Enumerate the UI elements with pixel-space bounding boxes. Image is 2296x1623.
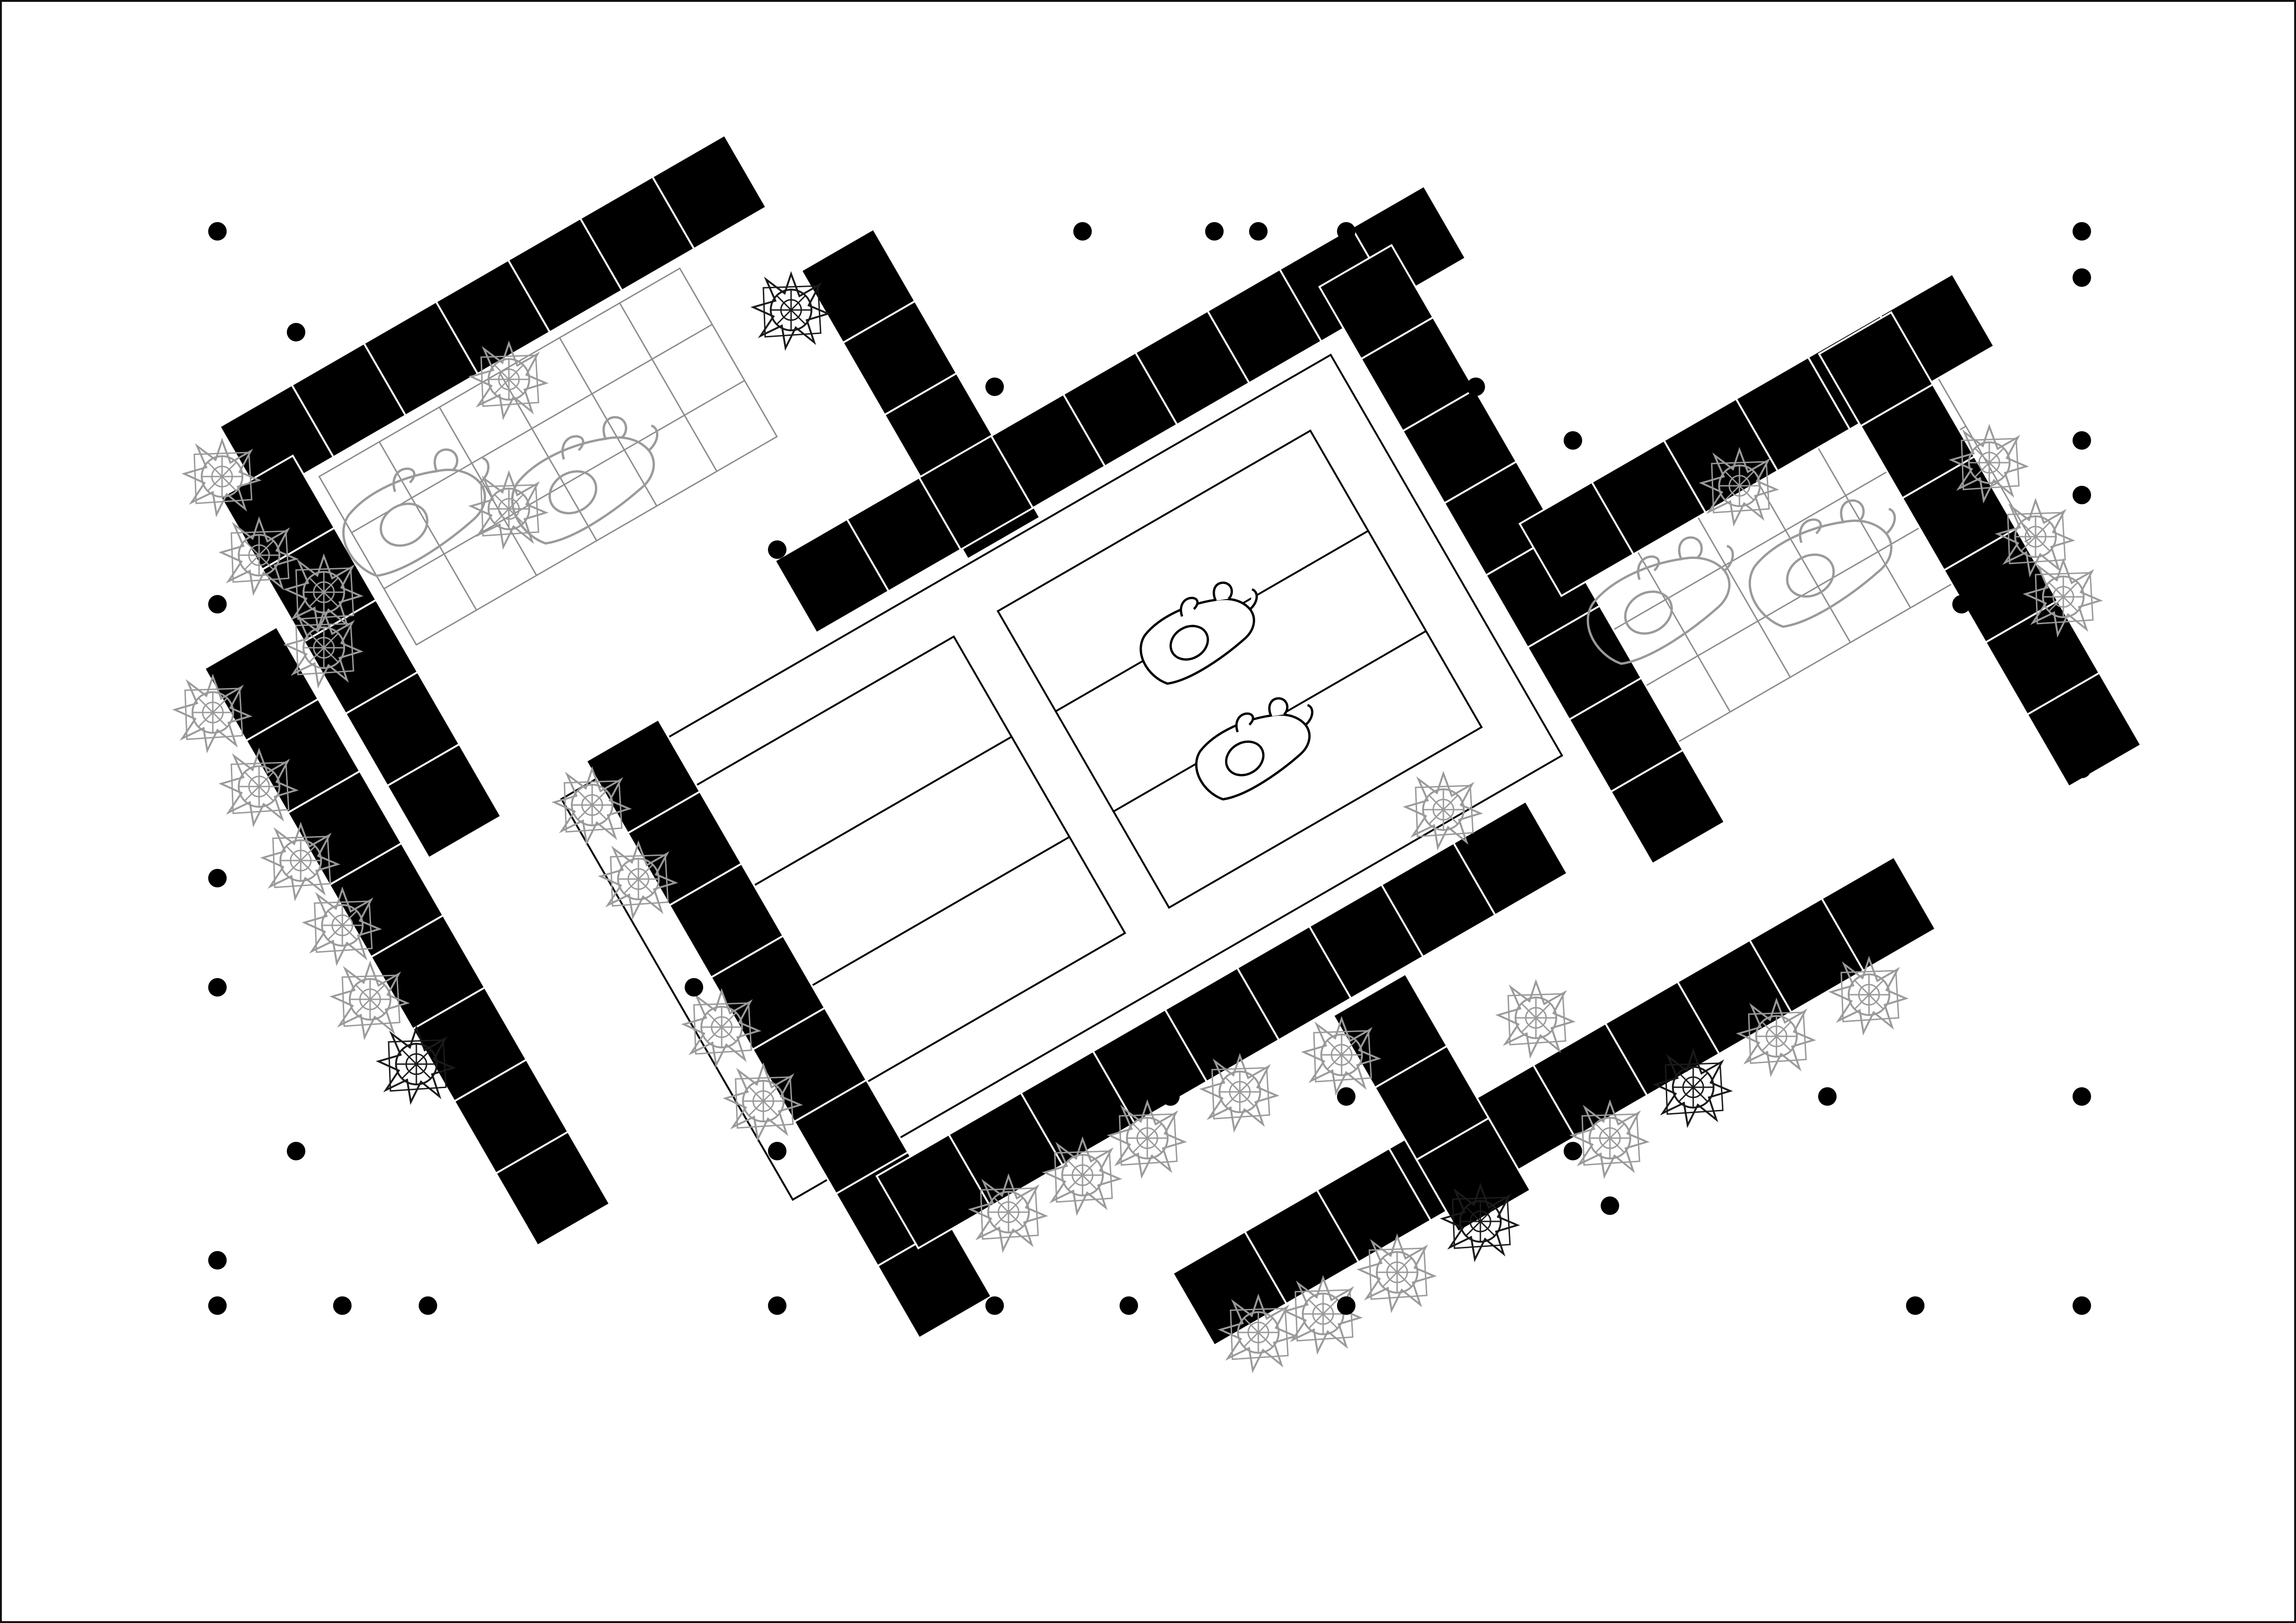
column-icon: [1337, 222, 1355, 241]
bench-tile: [651, 134, 767, 250]
column-icon: [287, 1142, 305, 1160]
column-icon: [2073, 431, 2091, 450]
bench-tile: [386, 743, 502, 860]
bench-tile: [1415, 1117, 1532, 1233]
column-icon: [2073, 760, 2091, 778]
column-icon: [768, 1142, 786, 1160]
column-icon: [685, 978, 703, 997]
column-icon: [985, 1296, 1004, 1315]
column-icon: [1952, 595, 1971, 613]
column-icon: [1601, 760, 1619, 778]
bench-tile: [1820, 855, 1937, 972]
column-icon: [208, 595, 227, 613]
column-icon: [2073, 222, 2091, 241]
column-icon: [1073, 222, 1092, 241]
column-icon: [1601, 1196, 1619, 1215]
column-icon: [1337, 1296, 1355, 1315]
bench-tile: [1609, 749, 1726, 865]
bench-rows: [203, 134, 2142, 1347]
column-icon: [1564, 1142, 1582, 1160]
column-icon: [2073, 1296, 2091, 1315]
seated-person-icon: [1127, 568, 1275, 693]
column-icon: [2073, 268, 2091, 287]
bench-tile: [876, 1223, 993, 1339]
seated-person-icon: [495, 398, 681, 555]
bench-tile: [2026, 671, 2142, 788]
platform-outline: [560, 353, 1564, 1201]
bench-far-left-row: [203, 626, 611, 1247]
bench-right-vertical: [1818, 311, 2142, 788]
column-icon: [1564, 431, 1582, 450]
column-icon: [2073, 1087, 2091, 1106]
column-icon: [985, 378, 1004, 396]
bench-tile: [1452, 800, 1569, 917]
column-icon: [1120, 1296, 1138, 1315]
column-icon: [1205, 222, 1224, 241]
column-icon: [1906, 323, 1925, 341]
bench-top-left-horizontal: [218, 134, 767, 500]
plant-icon: [1497, 981, 1574, 1057]
bench-platform-right: [1318, 244, 1726, 865]
column-icon: [1337, 1087, 1355, 1106]
column-icon: [1467, 378, 1485, 396]
column-icon: [768, 1296, 786, 1315]
column-icon: [2073, 486, 2091, 504]
column-icon: [287, 323, 305, 341]
mat-grids: [318, 267, 2032, 748]
column-icon: [1249, 222, 1268, 241]
column-icon: [1860, 923, 1878, 942]
mat-outline-right: [996, 429, 1483, 909]
column-grid: [208, 222, 2091, 1315]
column-icon: [1818, 1087, 1837, 1106]
column-icon: [208, 1296, 227, 1315]
marker-icon: [1162, 1089, 1179, 1106]
column-icon: [208, 978, 227, 997]
column-icon: [208, 1251, 227, 1270]
column-icon: [768, 540, 786, 559]
mat-grid-left: [318, 267, 778, 646]
column-icon: [333, 1296, 352, 1315]
column-icon: [208, 869, 227, 887]
bench-platform-bottom: [875, 800, 1569, 1250]
column-icon: [419, 1296, 437, 1315]
column-icon: [208, 222, 227, 241]
bench-tile: [495, 1130, 611, 1247]
bench-platform-left: [585, 718, 993, 1339]
seated-person-icon: [1182, 683, 1331, 809]
column-icon: [1906, 1296, 1925, 1315]
seated-person-icon: [1733, 482, 1919, 638]
